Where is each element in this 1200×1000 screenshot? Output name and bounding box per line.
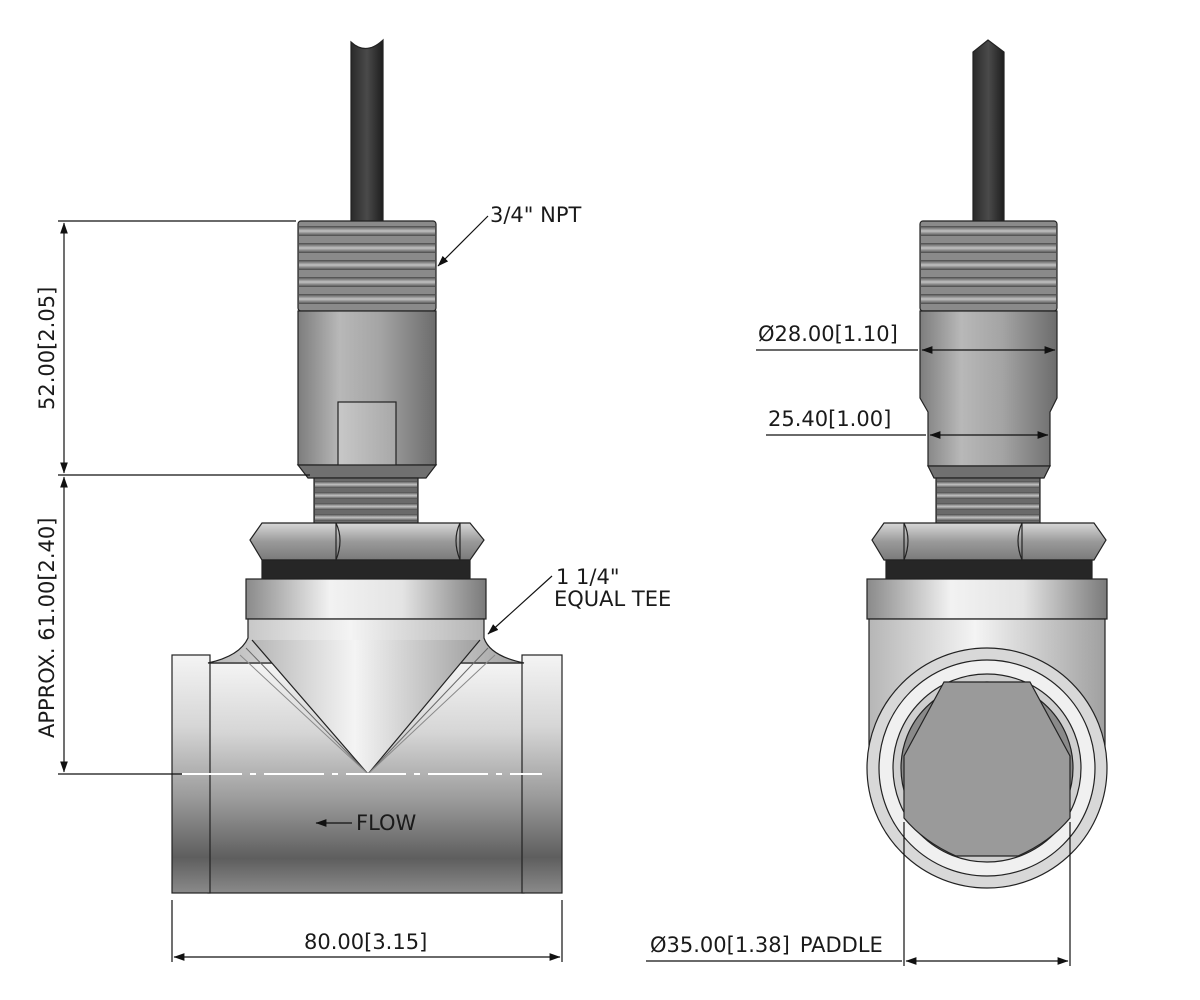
front-view: FLOW — [171, 38, 563, 894]
side-gasket — [885, 559, 1093, 580]
front-thread-cap — [297, 220, 437, 312]
front-dimensions: 52.00[2.05] APPROX. 61.00[2.40] 80.00[3.… — [35, 203, 671, 962]
side-cable — [972, 39, 1005, 223]
front-body-taper — [296, 464, 438, 479]
width-label: 80.00[3.15] — [304, 930, 427, 954]
neck-width-label: 25.40[1.00] — [768, 407, 891, 431]
front-lower-thread — [313, 477, 419, 525]
side-view — [866, 39, 1108, 889]
front-body-flat — [337, 401, 397, 467]
paddle-diameter-label: Ø35.00[1.38]PADDLE — [650, 933, 883, 957]
tee-callout-line2: EQUAL TEE — [554, 587, 671, 611]
front-tee-ring — [245, 578, 487, 620]
front-cable — [350, 38, 384, 223]
side-tee-ring — [866, 578, 1108, 620]
thread-leader — [437, 215, 489, 267]
side-dimensions: Ø28.00[1.10] 25.40[1.00] Ø35.00[1.38]PAD… — [646, 322, 1071, 966]
front-hex-nut — [249, 522, 485, 561]
flow-label: FLOW — [356, 811, 417, 835]
side-body-taper — [927, 465, 1051, 479]
thread-callout: 3/4" NPT — [490, 203, 582, 227]
height-lower-label: APPROX. 61.00[2.40] — [35, 518, 59, 738]
body-diameter-label: Ø28.00[1.10] — [758, 322, 898, 346]
side-lower-thread — [935, 477, 1041, 525]
front-gasket — [261, 559, 471, 580]
side-hex-nut — [871, 522, 1107, 561]
side-paddle — [903, 681, 1071, 857]
tee-callout-line1: 1 1/4" — [556, 565, 620, 589]
tee-leader — [487, 575, 553, 635]
front-tee-branch — [207, 618, 525, 775]
height-upper-label: 52.00[2.05] — [35, 287, 59, 410]
side-sensor-body — [919, 310, 1058, 467]
side-thread-cap — [919, 220, 1058, 312]
